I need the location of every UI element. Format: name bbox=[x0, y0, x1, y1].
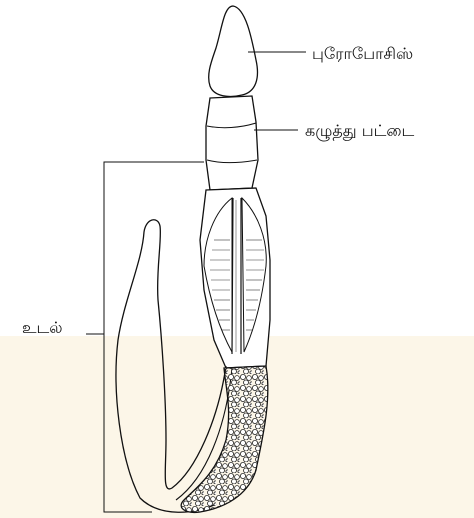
collar-shape bbox=[206, 96, 258, 190]
trunk-label: உடல் bbox=[22, 320, 63, 336]
proboscis-label: புரோபோசிஸ் bbox=[312, 46, 413, 62]
collar-label: கழுத்து பட்டை bbox=[305, 123, 414, 139]
pebble-coated-trunk bbox=[181, 366, 268, 512]
proboscis-shape bbox=[209, 6, 258, 96]
